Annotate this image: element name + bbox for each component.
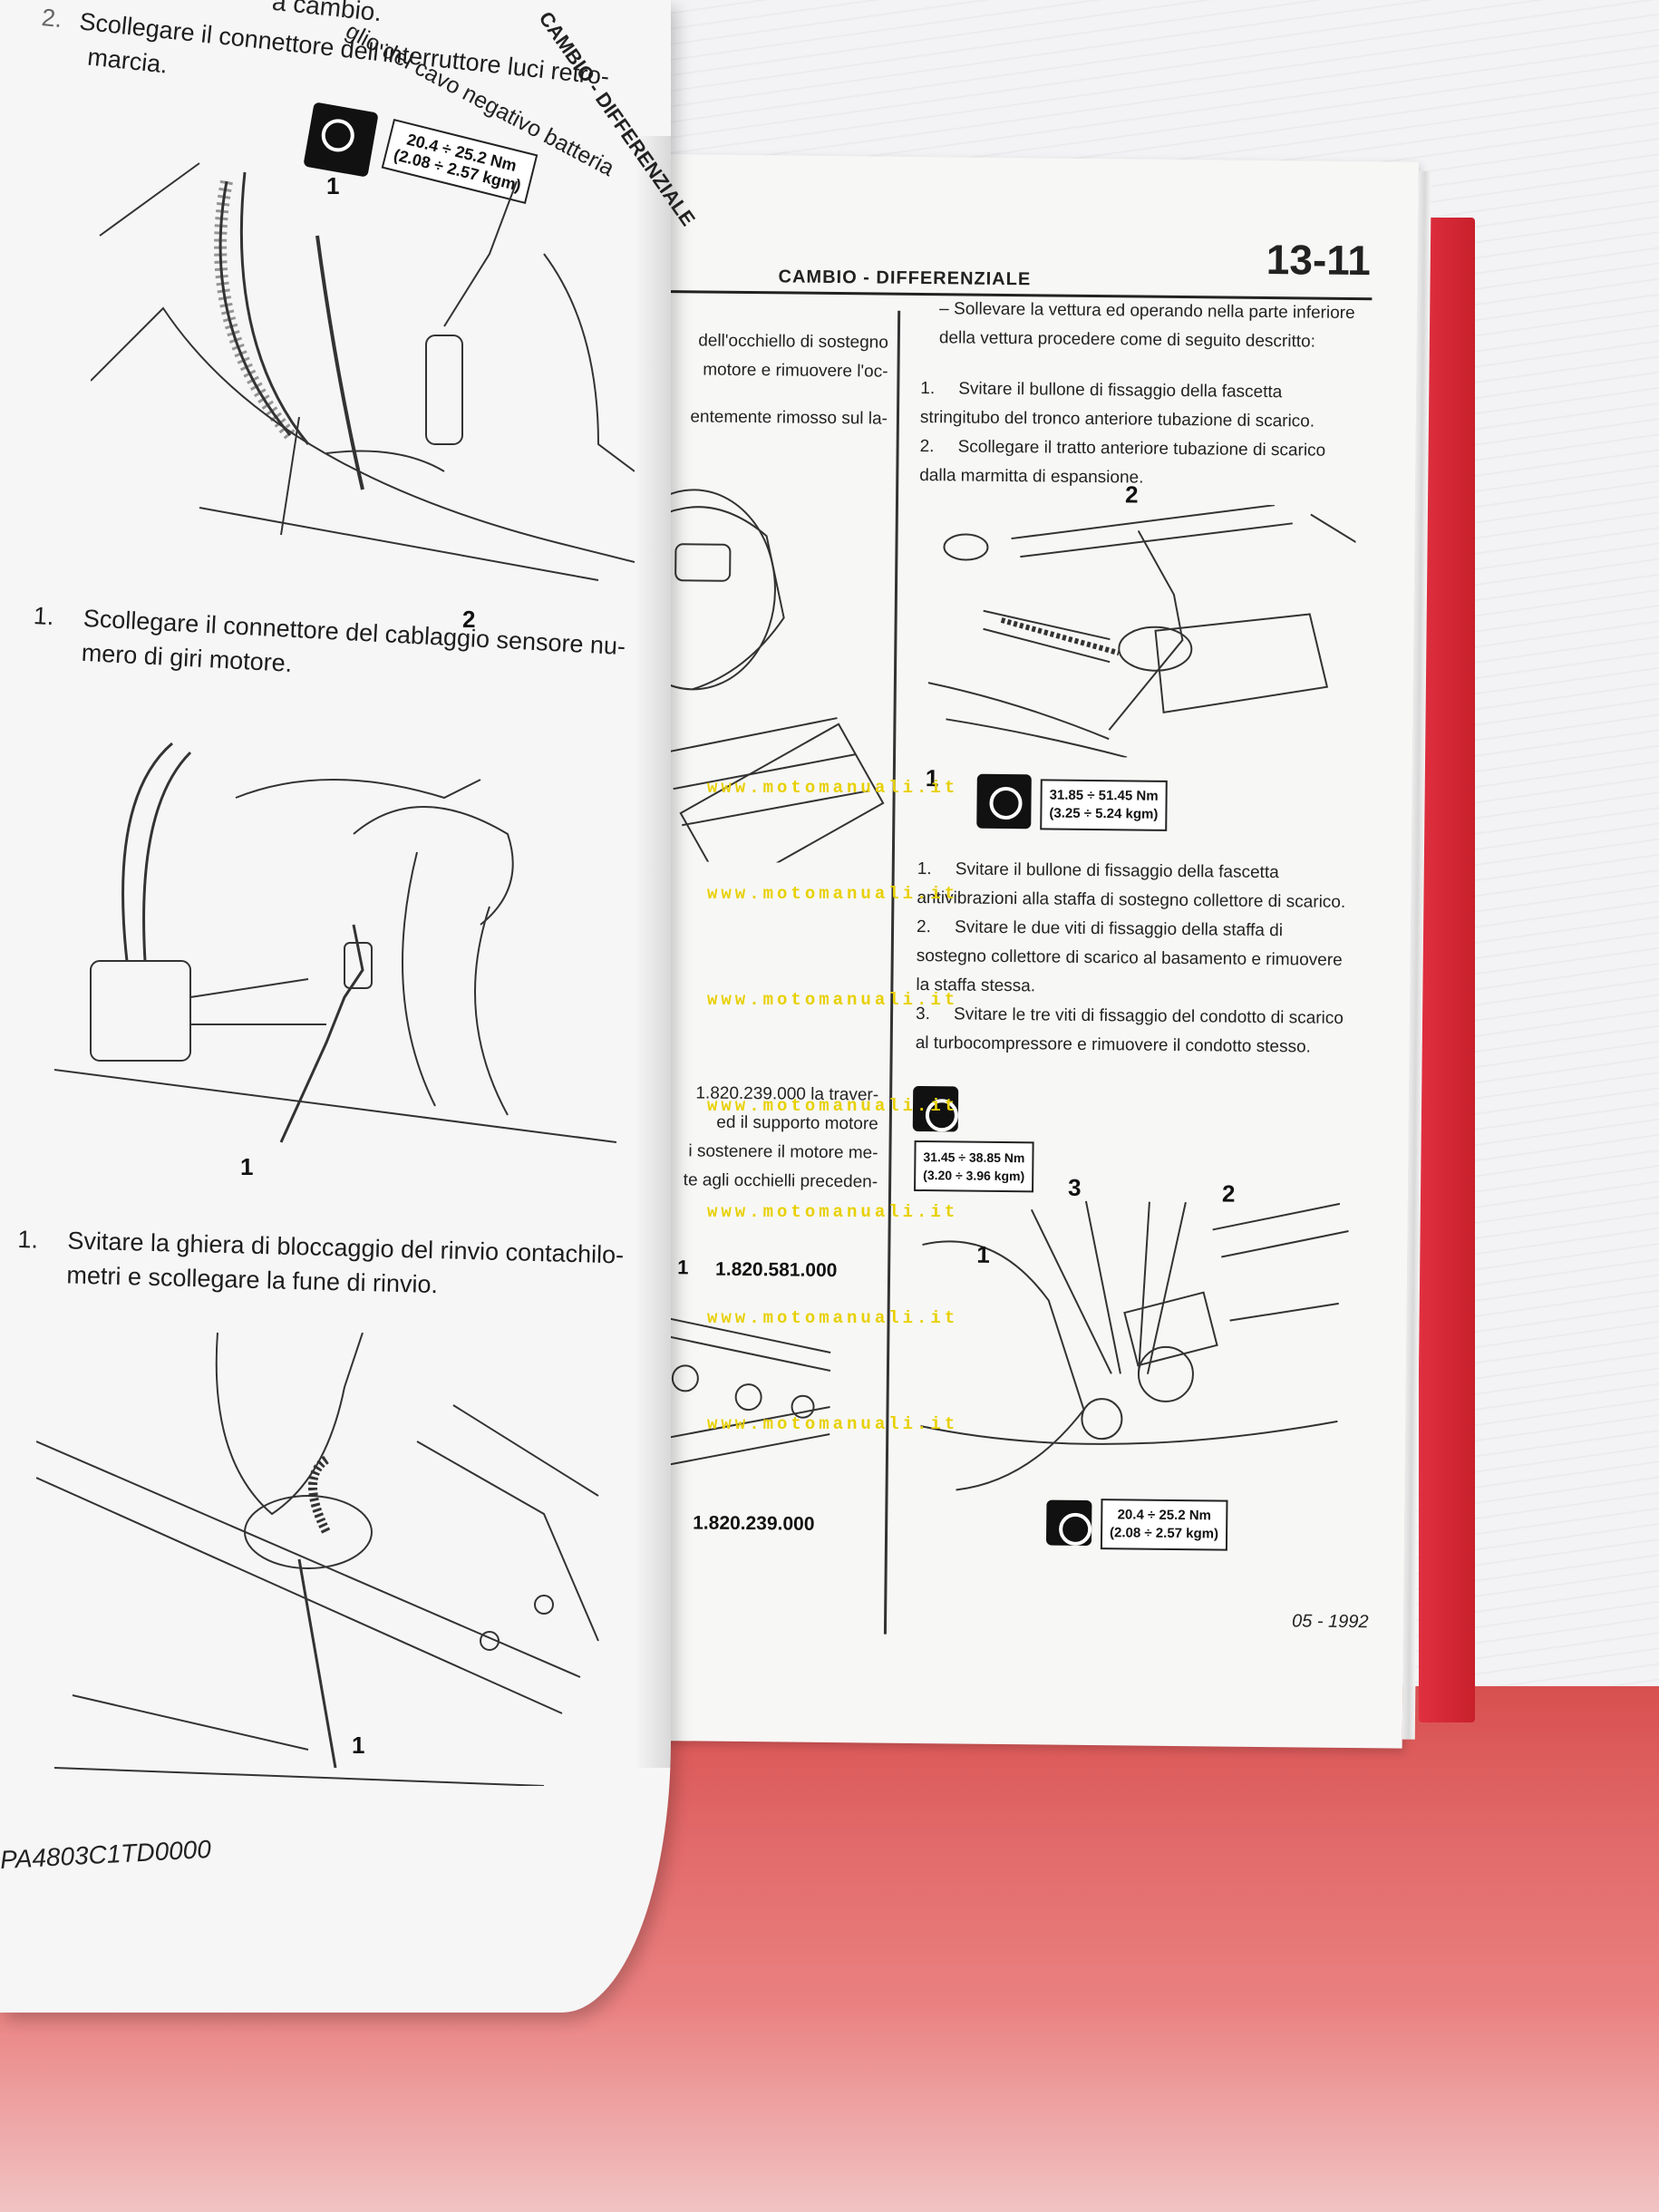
watermark: www.motomanuali.it [707,1308,959,1328]
tool-code-top: 1.820.581.000 [715,1258,838,1282]
col2-intro: – Sollevare la vettura ed operando nella… [938,299,1355,352]
left-page: a cambio. glio del cavo negativo batteri… [0,0,700,2013]
step-item: 2.Svitare le due viti di fissaggio della… [916,917,1343,996]
page-gutter-shadow [635,136,671,1768]
illustration-speedometer-cable [36,1333,599,1786]
torque-box-mid: 31.85 ÷ 51.45 Nm (3.25 ÷ 5.24 kgm) [1040,779,1168,831]
illustration-rpm-sensor-connector [54,742,616,1143]
illustration-reverse-light-switch [91,162,635,581]
footer-code: PA4803C1TD0000 [0,1834,212,1875]
torque-box-b2: 20.4 ÷ 25.2 Nm (2.08 ÷ 2.57 kgm) [1100,1499,1228,1551]
col1-line: dell'occhiello di sostegno [698,331,888,353]
step-item: 1.Svitare il bullone di fissaggio della … [919,379,1315,432]
watermark: www.motomanuali.it [707,990,959,1010]
fig1-label-2: 2 [462,606,476,633]
fig-b-label-1: 1 [976,1240,990,1268]
section-title: CAMBIO - DIFFERENZIALE [778,267,1032,290]
fig2-label-1: 1 [240,1153,254,1180]
illustration-exhaust-clamp [927,504,1356,759]
watermark: www.motomanuali.it [707,1202,959,1222]
torque-wrench-icon [1045,1499,1092,1547]
right-page: CAMBIO - DIFFERENZIALE 13-11 dell'occhie… [645,154,1431,1749]
fig-b-label-2: 2 [1221,1179,1236,1208]
col1-line: motore e rimuovere l'oc- [703,360,888,382]
col1-line: entemente rimosso sul la- [690,407,888,429]
page-number: 13-11 [1266,235,1372,285]
torque-wrench-icon [976,773,1032,830]
illustration-turbo-exhaust [920,1200,1349,1491]
col1-lower-line: i sostenere il motore me- [688,1141,878,1163]
col1-lower-line: te agli occhielli preceden- [683,1170,878,1192]
tool-label: 1 [677,1256,689,1279]
step-b: 1.Svitare la ghiera di bloccaggio del ri… [17,1225,625,1299]
watermark: www.motomanuali.it [707,884,959,904]
footer-date: 05 - 1992 [1291,1611,1369,1633]
fig1-label-1: 1 [326,172,340,199]
header-fragment-a: a cambio. [270,0,383,27]
watermark: www.motomanuali.it [707,1096,959,1116]
torque-box-b1: 31.45 ÷ 38.85 Nm (3.20 ÷ 3.96 kgm) [914,1140,1034,1193]
fig-b-label-3: 3 [1067,1173,1082,1201]
fig3-label-1: 1 [352,1732,365,1759]
illustration-support-bar [647,1313,831,1470]
col1-text: dell'occhiello di sostegno motore e rimu… [670,326,888,434]
step-item: 3.Svitare le tre viti di fissaggio del c… [915,1004,1344,1057]
tool-code-bottom: 1.820.239.000 [693,1512,815,1535]
col1-line [670,384,888,405]
watermark: www.motomanuali.it [707,778,959,798]
fig-a-label-2: 2 [1124,480,1139,509]
illustration-engine-lift [654,489,885,864]
step-item: 1.Svitare il bullone di fissaggio della … [917,859,1346,912]
col2-steps-a: 1.Svitare il bullone di fissaggio della … [919,374,1355,495]
col2-steps-b: 1.Svitare il bullone di fissaggio della … [916,855,1357,1062]
watermark: www.motomanuali.it [707,1414,959,1434]
